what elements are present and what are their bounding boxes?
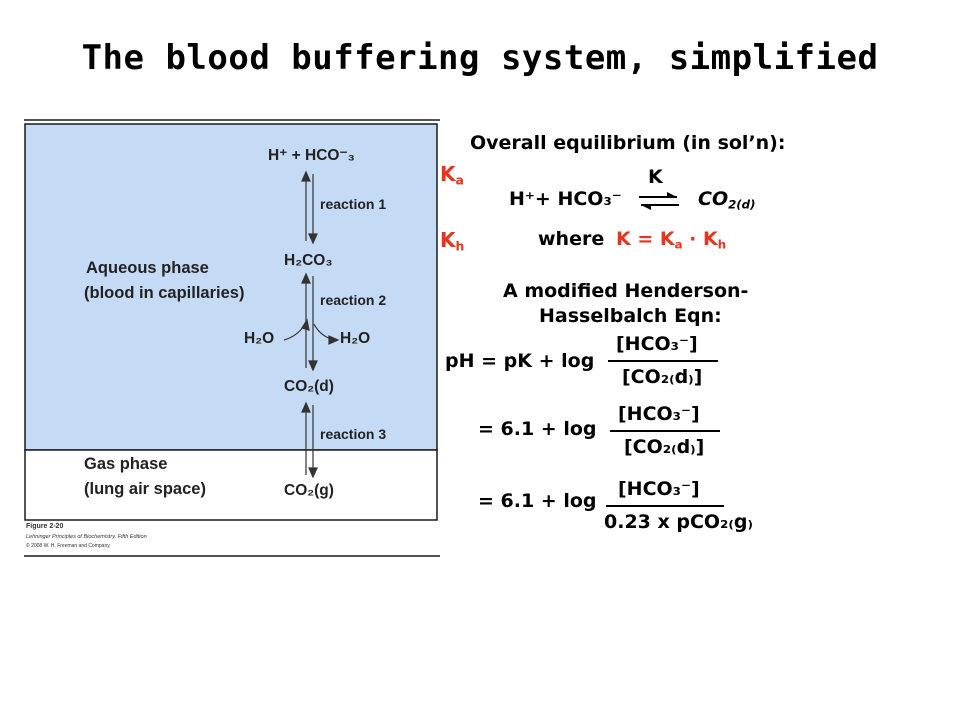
hh-line1-fraction-bar <box>608 360 718 362</box>
equilibrium-double-arrow <box>639 192 679 210</box>
hh-line3-prefix: = 6.1 + log <box>478 490 597 512</box>
ka-label: Ka <box>440 162 464 188</box>
reaction-1-label: reaction 1 <box>320 196 387 212</box>
hh-line3-fraction-bar <box>606 505 724 507</box>
k-relation: K = Ka · Kh <box>616 228 727 252</box>
hh-heading-line2: Hasselbalch Eqn: <box>539 305 722 327</box>
gas-phase-region <box>24 449 438 521</box>
hh-line3-numerator: [HCO₃⁻] <box>618 478 700 500</box>
hh-line2-prefix: = 6.1 + log <box>478 418 597 440</box>
aqueous-phase-sublabel: (blood in capillaries) <box>84 284 245 302</box>
hh-line2-fraction-bar <box>610 430 720 432</box>
reaction-2-label: reaction 2 <box>320 292 387 308</box>
hh-line1-prefix: pH = pK + log <box>445 350 595 372</box>
reaction-3-label: reaction 3 <box>320 426 387 442</box>
equilibrium-arrows <box>283 170 340 479</box>
figure-number: Figure 2-20 <box>26 523 64 530</box>
hh-line1-denominator: [CO₂₍d₎] <box>622 366 703 388</box>
gas-phase-label: Gas phase <box>84 455 168 473</box>
species-co2-g: CO₂(g) <box>284 482 334 499</box>
equilibrium-right-side: CO2(d) <box>698 188 756 212</box>
species-h2co3: H₂CO₃ <box>284 252 333 269</box>
species-h-hco3: H⁺ + HCO⁻₃ <box>268 147 355 164</box>
hh-line2-numerator: [HCO₃⁻] <box>618 403 700 425</box>
hh-line3-denominator: 0.23 x pCO₂₍g₎ <box>604 511 753 533</box>
hh-line2-denominator: [CO₂₍d₎] <box>624 436 705 458</box>
species-co2-d: CO₂(d) <box>284 378 334 395</box>
overall-equilibrium-heading: Overall equilibrium (in sol’n): <box>470 132 786 154</box>
figure-graphic <box>24 119 440 557</box>
slide-title: The blood buffering system, simplified <box>81 38 879 78</box>
gas-phase-sublabel: (lung air space) <box>84 480 206 498</box>
hh-line1-numerator: [HCO₃⁻] <box>616 333 698 355</box>
where-prefix: where <box>538 228 605 250</box>
buffer-figure: Aqueous phase (blood in capillaries) Gas… <box>22 118 442 558</box>
hh-heading-line1: A modified Henderson- <box>503 280 749 302</box>
species-h2o-left: H₂O <box>244 330 275 347</box>
figure-source: Lehninger Principles of Biochemistry, Fi… <box>26 534 147 540</box>
equilibrium-left-side: H⁺+ HCO₃⁻ <box>509 188 622 210</box>
figure-copyright: © 2008 W. H. Freeman and Company <box>26 543 110 549</box>
equilibrium-k: K <box>648 166 663 188</box>
species-h2o-right: H₂O <box>340 330 371 347</box>
aqueous-phase-label: Aqueous phase <box>86 259 209 277</box>
kh-label: Kh <box>440 228 465 254</box>
